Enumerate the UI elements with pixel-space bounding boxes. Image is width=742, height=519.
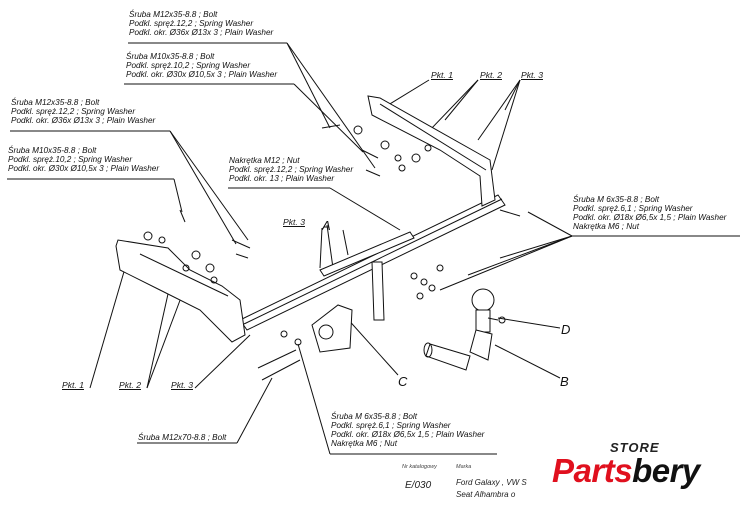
point-3-top: Pkt. 3 [521,70,543,80]
logo-brand-text: Partsbery [552,452,700,489]
model-line-1: Ford Galaxy , VW S [456,478,527,487]
model-line-2: Seat Alhambra o [456,490,516,499]
label-left-bolt-1: Śruba M12x35-8.8 ; Bolt Podkl. spręż.12,… [11,98,156,125]
part-a-label: A [322,218,331,233]
point-2-bottom: Pkt. 2 [119,380,141,390]
part-b-label: B [560,374,569,389]
point-3-bottom: Pkt. 3 [171,380,193,390]
label-top-bolt-2: Śruba M10x35-8.8 ; Bolt Podkl. spręż.10,… [126,52,278,79]
label-long-bolt: Śruba M12x70-8.8 ; Bolt [138,433,227,442]
label-nut-group: Nakrętka M12 ; Nut Podkl. spręż.12,2 ; S… [229,156,354,183]
point-1-top: Pkt. 1 [431,70,453,80]
point-2-top: Pkt. 2 [480,70,502,80]
label-right-bolt: Śruba M 6x35-8.8 ; Bolt Podkl. spręż.6,1… [573,195,727,231]
label-bottom-bolt: Śruba M 6x35-8.8 ; Bolt Podkl. spręż.6,1… [331,412,485,448]
logo-store-text: STORE [610,440,660,455]
catalog-number-label: Nr katalogowy [402,464,437,470]
part-d-label: D [561,322,571,337]
label-top-bolt-1: Śruba M12x35-8.8 ; Bolt Podkl. spręż.12,… [129,10,274,37]
brand-label: Marka [456,464,472,470]
partsbery-logo: STORE Partsbery [552,440,732,500]
point-3-mid: Pkt. 3 [283,217,305,227]
catalog-code: E/030 [405,480,432,491]
label-left-bolt-2: Śruba M10x35-8.8 ; Bolt Podkl. spręż.10,… [8,146,160,173]
part-c-label: C [398,374,408,389]
point-1-bottom: Pkt. 1 [62,380,84,390]
